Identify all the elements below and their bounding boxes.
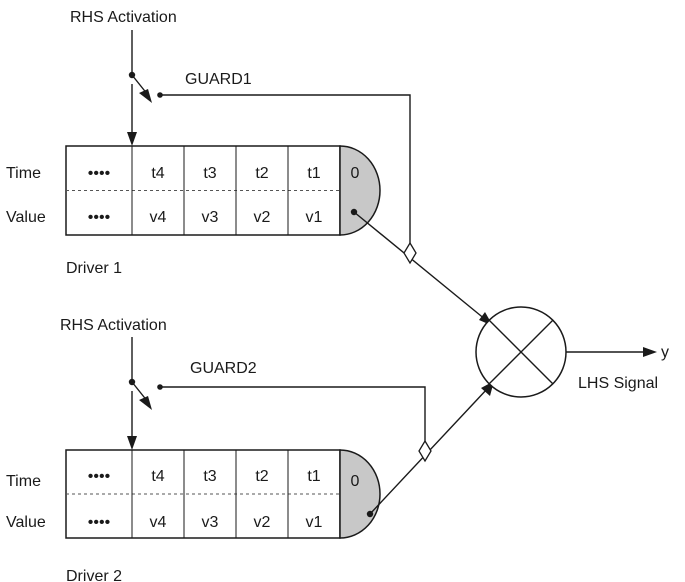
driver-1-current-value-cap xyxy=(339,145,381,236)
driver-1-switch-arrowhead xyxy=(139,89,152,103)
driver-1-rhs-activation-label: RHS Activation xyxy=(70,9,177,26)
driver-1-guard-label: GUARD1 xyxy=(185,71,252,88)
driver-1-value-row-label: Value xyxy=(6,209,46,226)
driver-2-switch-arrowhead xyxy=(139,396,152,410)
driver-2-value-v2: v2 xyxy=(254,514,271,531)
driver-1-guard-diamond xyxy=(403,241,417,265)
driver-2-label: Driver 2 xyxy=(66,568,122,582)
driver-2-value-ellipsis: •••• xyxy=(88,514,110,531)
driver-1-group: RHS Activation GUARD1 Time Value •••• t4… xyxy=(6,9,493,326)
driver-2-time-ellipsis: •••• xyxy=(88,468,110,485)
driver-1-time-row-label: Time xyxy=(6,165,41,182)
driver-1-value-v2: v2 xyxy=(254,209,271,226)
driver-2-rhs-activation-label: RHS Activation xyxy=(60,317,167,334)
driver-1-time-t1: t1 xyxy=(307,165,320,182)
driver-2-time-t3: t3 xyxy=(203,468,216,485)
lhs-signal-label: LHS Signal xyxy=(578,375,658,392)
driver-2-group: RHS Activation GUARD2 Time Value •••• t4… xyxy=(6,317,494,582)
driver-1-value-ellipsis: •••• xyxy=(88,209,110,226)
resolution-function: y LHS Signal xyxy=(475,306,669,398)
driver-1-current-time: 0 xyxy=(351,165,360,182)
driver-2-guard-diamond xyxy=(418,439,432,463)
output-y-label: y xyxy=(661,344,669,361)
driver-2-value-v1: v1 xyxy=(306,514,323,531)
driver-2-current-time: 0 xyxy=(351,473,360,490)
driver-1-value-v3: v3 xyxy=(202,209,219,226)
driver-2-time-t4: t4 xyxy=(151,468,164,485)
driver-1-time-t4: t4 xyxy=(151,165,164,182)
driver-1-label: Driver 1 xyxy=(66,260,122,277)
resolution-cross-line xyxy=(488,319,554,385)
driver-2-guard-label: GUARD2 xyxy=(190,360,257,377)
driver-2-time-row-label: Time xyxy=(6,473,41,490)
driver-1-time-t3: t3 xyxy=(203,165,216,182)
driver-2-guard-line xyxy=(160,386,426,441)
driver-2-value-v4: v4 xyxy=(150,514,167,531)
driver-1-output-line xyxy=(353,211,487,321)
driver-1-guard-line xyxy=(160,94,411,243)
driver-2-time-t2: t2 xyxy=(255,468,268,485)
driver-2-current-value-cap xyxy=(339,449,381,539)
driver-2-queue-arrowhead xyxy=(127,436,137,450)
driver-2-value-row-label: Value xyxy=(6,514,46,531)
driver-2-time-t1: t1 xyxy=(307,468,320,485)
driver-2-value-v3: v3 xyxy=(202,514,219,531)
lhs-output-arrowhead xyxy=(643,347,657,357)
driver-1-value-v1: v1 xyxy=(306,209,323,226)
driver-1-time-t2: t2 xyxy=(255,165,268,182)
driver-1-value-v4: v4 xyxy=(150,209,167,226)
driver-1-queue-arrowhead xyxy=(127,132,137,146)
driver-1-time-ellipsis: •••• xyxy=(88,165,110,182)
